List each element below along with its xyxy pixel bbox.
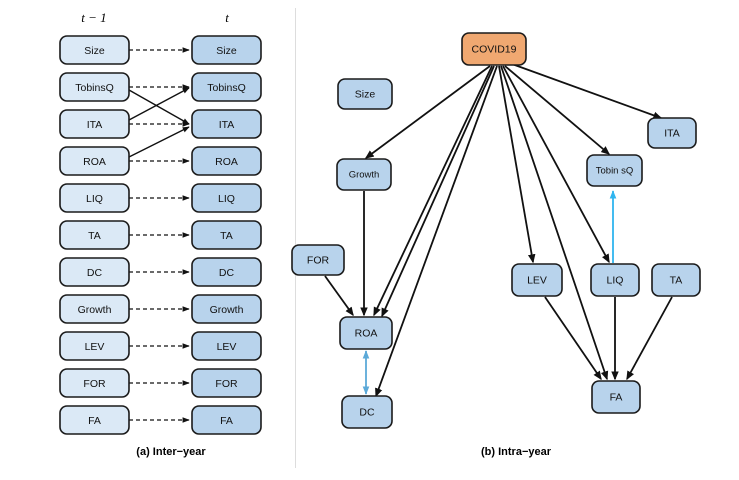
node-left-tobinsq-label: TobinsQ <box>75 82 114 94</box>
edge-lev-fa <box>544 296 602 381</box>
node-b-for-label: FOR <box>307 254 330 266</box>
node-left-liq[interactable]: LIQ <box>59 183 130 213</box>
edge-covid19-roa-1 <box>373 65 493 317</box>
node-b-dc[interactable]: DC <box>341 395 393 429</box>
node-b-tobinsq[interactable]: Tobin sQ <box>586 154 643 187</box>
node-right-ta-label: TA <box>220 230 233 242</box>
node-right-ita[interactable]: ITA <box>191 109 262 139</box>
node-right-roa[interactable]: ROA <box>191 146 262 176</box>
node-left-ita-label: ITA <box>87 119 103 131</box>
edge-ita-tobinsq <box>128 87 190 121</box>
node-right-roa-label: ROA <box>215 156 238 168</box>
panel-b-blue-edges <box>362 190 617 395</box>
node-b-ta-label: TA <box>670 274 683 286</box>
edge-covid19-ita <box>511 63 663 119</box>
node-right-liq-label: LIQ <box>218 193 235 205</box>
node-b-lev-label: LEV <box>527 274 547 286</box>
node-left-dc[interactable]: DC <box>59 257 130 287</box>
node-left-lev[interactable]: LEV <box>59 331 130 361</box>
node-b-ita[interactable]: ITA <box>647 117 697 149</box>
node-left-roa[interactable]: ROA <box>59 146 130 176</box>
edge-for-roa <box>324 275 354 317</box>
node-left-size-label: Size <box>84 45 105 57</box>
panel-a-col-head-right: t <box>225 10 229 25</box>
node-b-tobinsq-label: Tobin sQ <box>596 166 634 177</box>
node-left-ta[interactable]: TA <box>59 220 130 250</box>
edge-covid19-lev <box>498 65 536 264</box>
node-right-size[interactable]: Size <box>191 35 262 65</box>
panel-b-caption: (b) Intra−year <box>481 446 552 458</box>
node-b-ta[interactable]: TA <box>651 263 701 297</box>
node-b-growth-label: Growth <box>349 170 380 181</box>
panel-a-caption: (a) Inter−year <box>136 446 206 458</box>
edge-ta-fa <box>626 296 673 381</box>
node-b-size-label: Size <box>355 88 376 100</box>
panel-a-solid-edges <box>128 87 190 158</box>
node-right-growth-label: Growth <box>210 304 244 316</box>
edge-roa-ita <box>128 126 190 158</box>
node-right-fa-label: FA <box>220 415 233 427</box>
edge-covid19-fa <box>500 65 609 381</box>
edge-covid19-tobinsq <box>504 65 611 155</box>
node-left-size[interactable]: Size <box>59 35 130 65</box>
node-left-for-label: FOR <box>83 378 106 390</box>
node-left-ita[interactable]: ITA <box>59 109 130 139</box>
panel-divider <box>295 8 296 468</box>
node-right-lev-label: LEV <box>217 341 237 353</box>
node-right-fa[interactable]: FA <box>191 405 262 435</box>
panel-b-black-edges <box>324 63 673 398</box>
node-b-ita-label: ITA <box>664 127 680 139</box>
node-left-fa[interactable]: FA <box>59 405 130 435</box>
panel-a-col-head-left: t − 1 <box>81 10 106 25</box>
node-b-liq-label: LIQ <box>607 274 624 286</box>
node-left-lev-label: LEV <box>85 341 105 353</box>
node-b-lev[interactable]: LEV <box>511 263 563 297</box>
edge-covid19-roa-2 <box>381 65 495 318</box>
panel-a-right-column: Size TobinsQ ITA ROA LIQ TA <box>191 35 262 435</box>
node-right-dc[interactable]: DC <box>191 257 262 287</box>
edge-covid19-dc <box>375 65 498 398</box>
node-b-for[interactable]: FOR <box>291 244 345 276</box>
panel-a-left-column: Size TobinsQ ITA ROA LIQ TA <box>59 35 130 435</box>
node-left-fa-label: FA <box>88 415 101 427</box>
node-right-size-label: Size <box>216 45 237 57</box>
node-right-for-label: FOR <box>215 378 238 390</box>
node-b-dc-label: DC <box>359 406 375 418</box>
node-right-ita-label: ITA <box>219 119 235 131</box>
node-right-tobinsq[interactable]: TobinsQ <box>191 72 262 102</box>
node-left-growth[interactable]: Growth <box>59 294 130 324</box>
node-right-dc-label: DC <box>219 267 235 279</box>
node-left-roa-label: ROA <box>83 156 106 168</box>
node-left-dc-label: DC <box>87 267 103 279</box>
node-covid19[interactable]: COVID19 <box>461 32 527 66</box>
node-left-liq-label: LIQ <box>86 193 103 205</box>
node-left-tobinsq[interactable]: TobinsQ <box>59 72 130 102</box>
node-b-fa-label: FA <box>610 391 623 403</box>
panel-a-dashed-edges <box>129 47 190 423</box>
node-right-tobinsq-label: TobinsQ <box>207 82 246 94</box>
node-b-liq[interactable]: LIQ <box>590 263 640 297</box>
node-left-for[interactable]: FOR <box>59 368 130 398</box>
node-right-for[interactable]: FOR <box>191 368 262 398</box>
edge-covid19-liq <box>502 65 610 264</box>
node-right-liq[interactable]: LIQ <box>191 183 262 213</box>
node-covid19-label: COVID19 <box>472 43 517 55</box>
panel-b-nodes: COVID19 Size ITA Tobin sQ Growth FOR <box>291 32 701 429</box>
node-left-growth-label: Growth <box>78 304 112 316</box>
node-b-growth[interactable]: Growth <box>336 158 392 191</box>
edge-covid19-growth <box>364 65 491 159</box>
node-right-lev[interactable]: LEV <box>191 331 262 361</box>
edge-tobinsq-ita <box>128 89 190 125</box>
node-left-ta-label: TA <box>88 230 101 242</box>
node-b-roa-label: ROA <box>355 327 378 339</box>
node-right-growth[interactable]: Growth <box>191 294 262 324</box>
node-right-ta[interactable]: TA <box>191 220 262 250</box>
node-b-size[interactable]: Size <box>337 78 393 110</box>
node-b-fa[interactable]: FA <box>591 380 641 414</box>
node-b-roa[interactable]: ROA <box>339 316 393 350</box>
